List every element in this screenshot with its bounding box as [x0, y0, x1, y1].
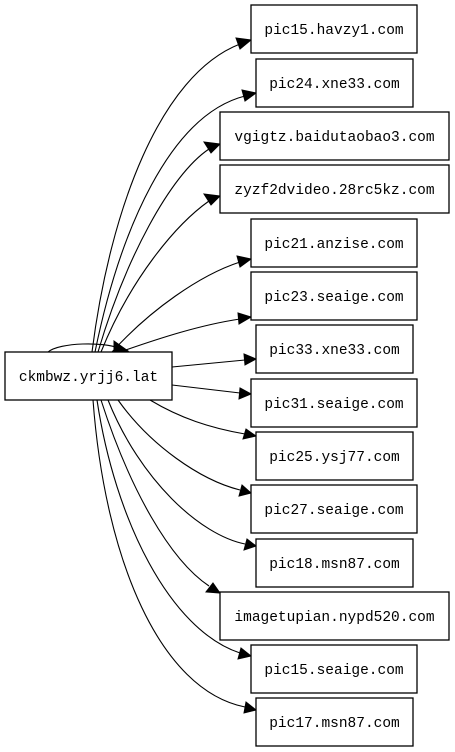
node-label: pic33.xne33.com	[269, 343, 400, 359]
edge-t3	[97, 141, 222, 353]
node-label: vgigtz.baidutaobao3.com	[234, 130, 434, 146]
graph-edges	[47, 37, 258, 714]
node-label: pic23.seaige.com	[264, 290, 403, 306]
node-label: pic15.seaige.com	[264, 663, 403, 679]
arrowhead-icon	[238, 484, 253, 497]
arrowhead-icon	[237, 647, 253, 660]
node-box	[255, 538, 414, 588]
edge-line	[149, 399, 246, 435]
arrowhead-icon	[203, 193, 222, 206]
arrowhead-icon	[237, 312, 253, 325]
edge-line	[171, 384, 241, 394]
target-node-t14[interactable]: pic17.msn87.com	[255, 697, 414, 747]
edge-t11	[107, 399, 258, 551]
target-node-t6[interactable]: pic23.seaige.com	[250, 271, 418, 321]
arrowhead-icon	[243, 538, 258, 551]
node-label: pic25.ysj77.com	[269, 450, 400, 466]
edge-line	[100, 399, 210, 587]
node-box	[219, 111, 450, 161]
node-box	[255, 58, 414, 108]
node-label: pic27.seaige.com	[264, 503, 403, 519]
target-node-t13[interactable]: pic15.seaige.com	[250, 644, 418, 694]
node-box	[250, 271, 418, 321]
node-box	[250, 378, 418, 428]
arrowhead-icon	[203, 141, 222, 154]
edge-t8	[171, 384, 253, 400]
node-label: pic21.anzise.com	[264, 237, 403, 253]
node-box	[4, 351, 173, 401]
target-node-t10[interactable]: pic27.seaige.com	[250, 484, 418, 534]
arrowhead-icon	[242, 428, 258, 440]
node-box	[250, 484, 418, 534]
target-node-t12[interactable]: imagetupian.nypd520.com	[219, 591, 450, 641]
edge-t13	[96, 399, 253, 660]
node-label: pic24.xne33.com	[269, 77, 400, 93]
arrowhead-icon	[235, 37, 253, 50]
target-node-t3[interactable]: vgigtz.baidutaobao3.com	[219, 111, 450, 161]
node-label: zyzf2dvideo.28rc5kz.com	[234, 183, 434, 199]
edge-line	[107, 399, 246, 545]
edge-line	[92, 399, 246, 708]
edge-line	[171, 359, 246, 368]
edge-t7	[171, 353, 258, 368]
node-box	[250, 218, 418, 268]
edge-t4	[100, 193, 222, 353]
edge-t12	[100, 399, 222, 594]
node-box	[255, 431, 414, 481]
edge-line	[117, 399, 241, 491]
edge-line	[111, 261, 241, 353]
node-box	[255, 324, 414, 374]
node-label: pic15.havzy1.com	[264, 23, 403, 39]
edge-t1	[91, 37, 253, 353]
edge-self-loop	[47, 340, 130, 355]
node-label: ckmbwz.yrjj6.lat	[19, 370, 158, 386]
node-label: pic17.msn87.com	[269, 716, 400, 732]
node-label: imagetupian.nypd520.com	[234, 610, 434, 626]
graph-nodes: ckmbwz.yrjj6.lat pic15.havzy1.com pic24.xn…	[4, 4, 450, 747]
arrowhead-icon	[205, 582, 222, 594]
arrowhead-icon	[238, 387, 253, 400]
node-box	[219, 164, 450, 214]
node-label: pic18.msn87.com	[269, 557, 400, 573]
edge-t5	[111, 255, 253, 353]
arrowhead-icon	[243, 701, 258, 714]
node-box	[250, 4, 418, 54]
node-label: pic31.seaige.com	[264, 397, 403, 413]
edge-t9	[149, 399, 258, 440]
node-box	[219, 591, 450, 641]
target-node-t4[interactable]: zyzf2dvideo.28rc5kz.com	[219, 164, 450, 214]
edge-t14	[92, 399, 258, 714]
node-box	[250, 644, 418, 694]
target-node-t7[interactable]: pic33.xne33.com	[255, 324, 414, 374]
target-node-t8[interactable]: pic31.seaige.com	[250, 378, 418, 428]
edge-line	[47, 343, 119, 353]
edge-line	[91, 43, 241, 353]
node-box	[255, 697, 414, 747]
edge-t2	[94, 89, 258, 353]
target-node-t2[interactable]: pic24.xne33.com	[255, 58, 414, 108]
edge-line	[97, 148, 210, 353]
edge-t6	[119, 312, 253, 353]
edge-line	[94, 95, 246, 353]
target-node-t9[interactable]: pic25.ysj77.com	[255, 431, 414, 481]
arrowhead-icon	[241, 89, 258, 102]
source-node[interactable]: ckmbwz.yrjj6.lat	[4, 351, 173, 401]
arrowhead-icon	[236, 255, 253, 268]
edge-line	[119, 318, 241, 353]
edge-t10	[117, 399, 253, 497]
arrowhead-icon	[243, 353, 258, 366]
edge-line	[100, 200, 210, 353]
target-node-t5[interactable]: pic21.anzise.com	[250, 218, 418, 268]
target-node-t1[interactable]: pic15.havzy1.com	[250, 4, 418, 54]
target-node-t11[interactable]: pic18.msn87.com	[255, 538, 414, 588]
edge-line	[96, 399, 241, 654]
